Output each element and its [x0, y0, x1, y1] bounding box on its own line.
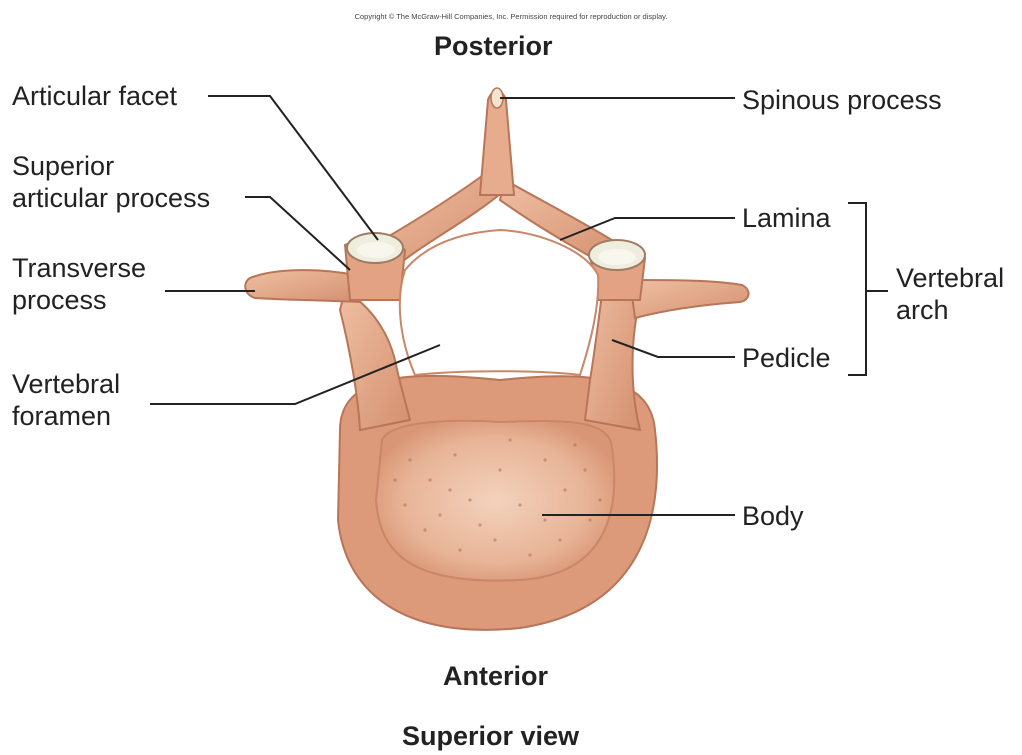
bracket-vertebral-arch [848, 203, 866, 375]
spinous-process-label: Spinous process [742, 84, 942, 116]
superior-view-caption: Superior view [402, 720, 579, 752]
lamina-label: Lamina [742, 202, 831, 234]
transverse-process-label: Transverse process [12, 252, 146, 316]
posterior-label: Posterior [434, 30, 553, 62]
body-label: Body [742, 500, 804, 532]
vertebral-foramen-label: Vertebral foramen [12, 368, 120, 432]
vertebral-foramen-shape [400, 230, 598, 375]
leader-superior-articular-process [245, 197, 350, 270]
pedicle-label: Pedicle [742, 342, 831, 374]
superior-articular-process-label: Superior articular process [12, 150, 210, 214]
articular-facet-label: Articular facet [12, 80, 177, 112]
anterior-label: Anterior [443, 660, 548, 692]
vertebral-arch-label: Vertebral arch [896, 262, 1004, 326]
